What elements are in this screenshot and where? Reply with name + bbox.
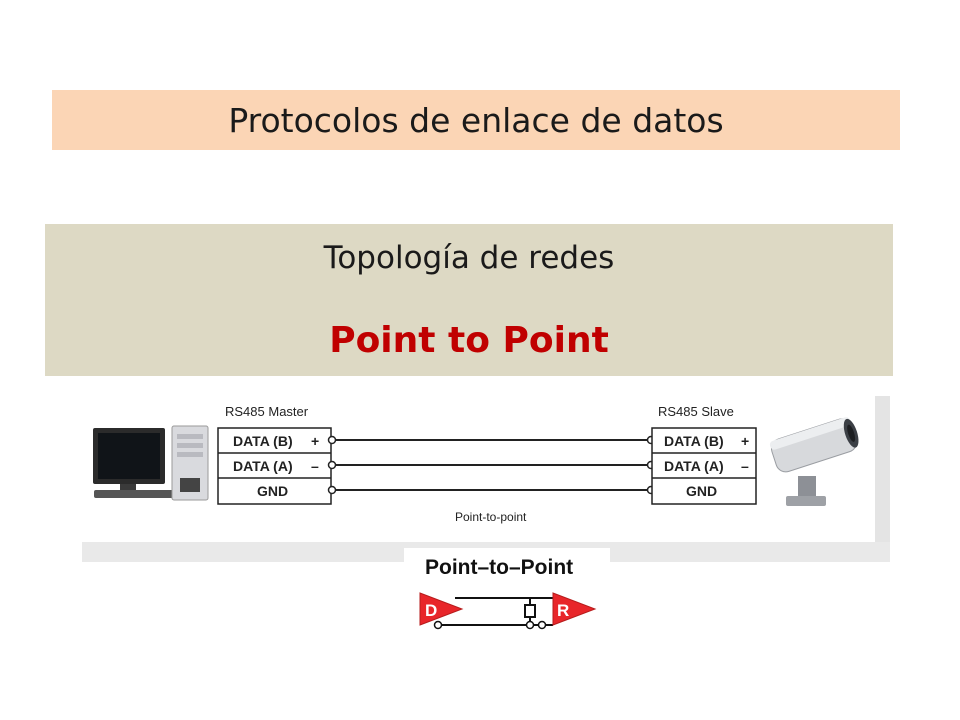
subtitle-panel: Topología de redes Point to Point: [45, 224, 893, 376]
security-camera-icon: [769, 417, 859, 506]
inset-title: Point–to–Point: [425, 556, 573, 579]
highlight-text: Point to Point: [329, 320, 609, 361]
title-banner: Protocolos de enlace de datos: [52, 90, 900, 150]
slave-pin-2: DATA (A): [664, 458, 724, 474]
slave-pin-block: DATA (B) + DATA (A) – GND: [651, 427, 757, 505]
wire-terminals: [327, 435, 656, 495]
slave-sign-1: +: [741, 433, 749, 449]
driver-symbol: D: [419, 592, 464, 626]
diagram-shadow-right: [875, 396, 890, 562]
bus-nodes: [433, 620, 547, 630]
wires: [331, 439, 652, 491]
slave-sign-2: –: [741, 458, 749, 474]
receiver-symbol: R: [552, 592, 597, 626]
slave-label: RS485 Slave: [658, 404, 734, 419]
desktop-computer-icon: [93, 425, 209, 501]
master-sign-2: –: [311, 458, 319, 474]
page-title: Protocolos de enlace de datos: [228, 100, 724, 140]
subtitle-text: Topología de redes: [323, 240, 615, 276]
slave-pin-1: DATA (B): [664, 433, 724, 449]
master-pin-2: DATA (A): [233, 458, 293, 474]
master-pin-3: GND: [257, 483, 288, 499]
master-label: RS485 Master: [225, 404, 309, 419]
diagram-caption: Point-to-point: [455, 510, 527, 524]
receiver-label: R: [557, 601, 569, 620]
master-sign-1: +: [311, 433, 319, 449]
slave-pin-3: GND: [686, 483, 717, 499]
master-pin-1: DATA (B): [233, 433, 293, 449]
driver-label: D: [425, 601, 437, 620]
master-pin-block: DATA (B) + DATA (A) – GND: [217, 427, 332, 505]
termination-resistor: [524, 604, 536, 618]
